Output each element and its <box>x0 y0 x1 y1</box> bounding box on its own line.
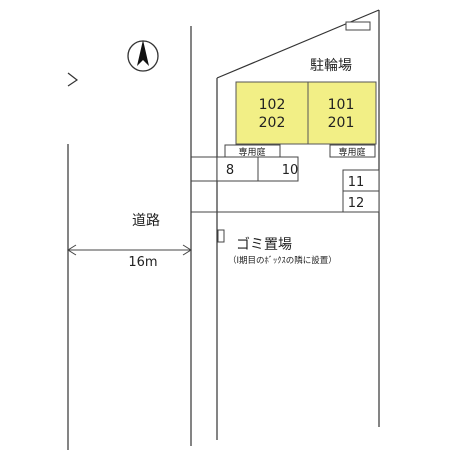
garbage-area-label: ゴミ置場 <box>236 236 292 253</box>
site-boundary <box>216 9 380 440</box>
road-left-edge <box>67 72 79 450</box>
private-garden-left: 専用庭 <box>224 144 281 158</box>
road-label: 道路 <box>132 213 160 229</box>
bicycle-parking-label: 駐輪場 <box>310 57 352 74</box>
unit-label-102: 102 <box>259 97 286 113</box>
unit-101-201 <box>307 81 377 145</box>
unit-label-201: 201 <box>328 115 355 131</box>
parking-spaces-11-12: 11 12 <box>342 169 380 213</box>
parking-space-10: 10 <box>282 163 299 178</box>
road-width-label: 16m <box>128 255 157 270</box>
bicycle-parking-marker <box>345 21 371 31</box>
garbage-area-note: （Ⅰ期目のﾎﾞｯｸｽの隣に設置） <box>228 255 337 266</box>
parking-space-11: 11 <box>348 175 365 190</box>
building: 102 202 101 201 <box>235 81 377 145</box>
road-width-dimension: 16m <box>67 244 192 270</box>
north-arrow-icon <box>127 40 159 72</box>
private-garden-right: 専用庭 <box>329 144 376 158</box>
parking-space-8: 8 <box>226 163 234 178</box>
private-garden-left-label: 専用庭 <box>238 146 265 158</box>
unit-label-202: 202 <box>259 115 286 131</box>
private-garden-right-label: 専用庭 <box>338 146 365 158</box>
garbage-box-marker <box>217 229 225 243</box>
unit-label-101: 101 <box>328 97 355 113</box>
parking-spaces-8-10: 8 10 <box>216 156 299 182</box>
parking-space-12: 12 <box>348 196 365 211</box>
unit-102-202 <box>235 81 309 145</box>
